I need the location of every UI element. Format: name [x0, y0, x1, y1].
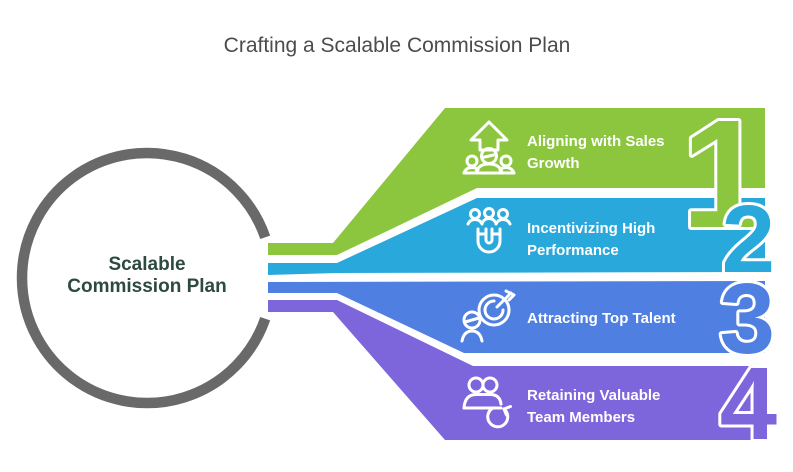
circle-label-line2: Commission Plan — [67, 276, 226, 297]
band-number-2: 2 — [722, 186, 775, 293]
circle-ring — [16, 147, 271, 409]
ribbon-band-4 — [268, 300, 765, 440]
ribbon-band-1 — [268, 108, 765, 255]
people-refresh-icon — [462, 376, 512, 429]
band-2-label-line2: Performance — [527, 242, 619, 259]
band-number-3: 3 — [719, 263, 775, 375]
page-title: Crafting a Scalable Commission Plan — [224, 34, 571, 57]
ribbon-band-2 — [268, 198, 765, 275]
ribbon-band-3 — [268, 281, 765, 353]
band-number-1: 1 — [681, 88, 767, 260]
band-1-label-line1: Aligning with Sales — [527, 133, 665, 150]
band-4-label-line2: Team Members — [527, 409, 635, 426]
band-4-label-line1: Retaining Valuable — [527, 387, 660, 404]
band-1-label-line2: Growth — [527, 155, 580, 172]
magnet-people-icon — [466, 207, 512, 254]
band-2-label-line1: Incentivizing High — [527, 220, 655, 237]
growth-arrow-people-icon — [462, 120, 516, 175]
band-number-4: 4 — [720, 346, 777, 461]
circle-label-line1: Scalable — [108, 254, 185, 275]
target-dart-person-icon — [460, 289, 516, 343]
band-3-label-line1: Attracting Top Talent — [527, 310, 676, 327]
